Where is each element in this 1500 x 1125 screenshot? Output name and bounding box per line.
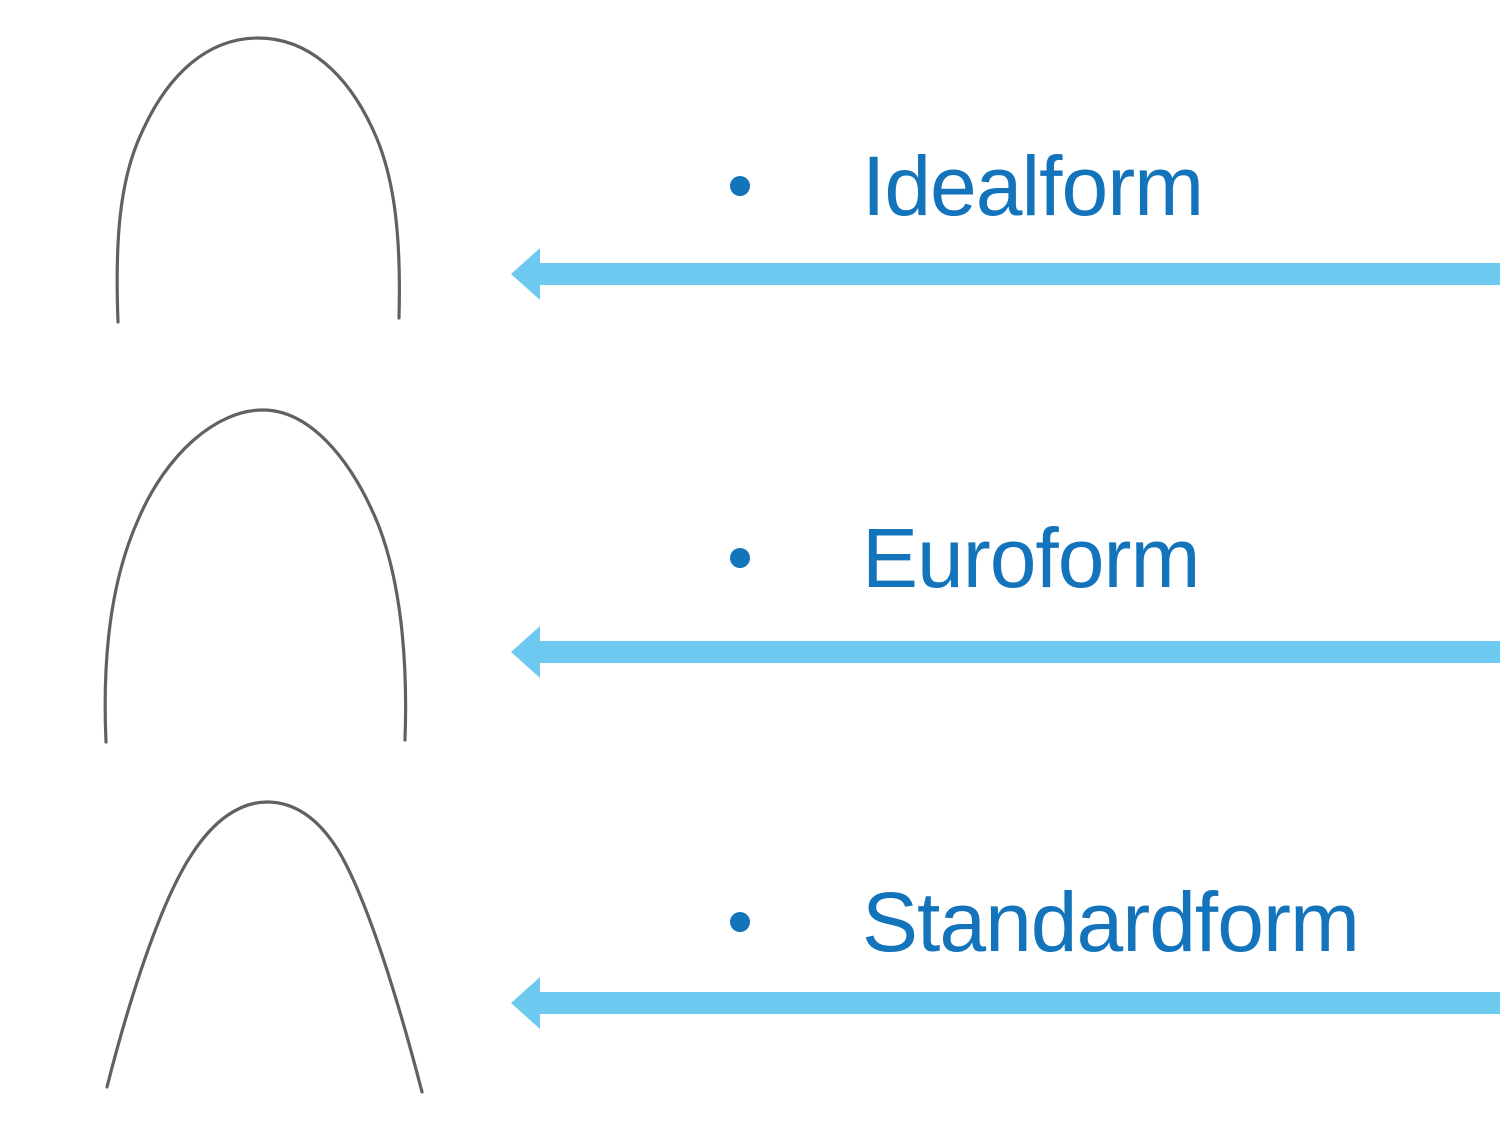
idealform-archwire (115, 36, 401, 324)
euroform-arrow-icon (511, 626, 1500, 678)
bullet-icon (730, 548, 750, 568)
euroform-archwire-path (103, 408, 408, 744)
idealform-arrow-shape (511, 248, 1500, 300)
idealform-archwire-path (115, 36, 401, 324)
standardform-arrow-icon (511, 977, 1500, 1029)
euroform-label: Euroform (862, 511, 1200, 605)
standardform-label: Standardform (862, 875, 1360, 969)
bullet-icon (730, 912, 750, 932)
standardform-arrow-shape (511, 977, 1500, 1029)
idealform-label: Idealform (862, 139, 1204, 233)
standardform-archwire-path (105, 800, 424, 1094)
list-item-euroform: Euroform (730, 511, 1200, 605)
bullet-icon (730, 176, 750, 196)
euroform-archwire (103, 408, 408, 744)
euroform-arrow-shape (511, 626, 1500, 678)
standardform-archwire (105, 800, 424, 1094)
idealform-arrow-icon (511, 248, 1500, 300)
list-item-idealform: Idealform (730, 139, 1204, 233)
list-item-standardform: Standardform (730, 875, 1360, 969)
